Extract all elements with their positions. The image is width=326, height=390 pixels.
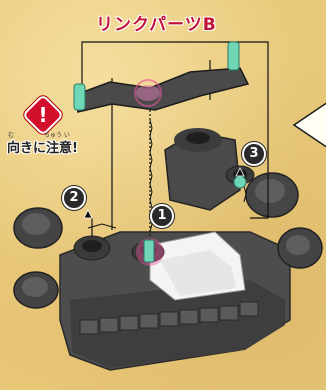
link-part-b xyxy=(73,41,250,113)
speech-callout-pointer xyxy=(292,102,326,148)
ruby-chuui: ちゅう い xyxy=(44,132,70,139)
guide-lines xyxy=(81,41,269,240)
caution-label: 向きに注意! xyxy=(7,141,78,156)
step-number-1: 1 xyxy=(150,204,174,228)
exclamation-icon: ! xyxy=(38,103,48,127)
insert-arrows xyxy=(83,167,245,219)
step-number-2: 2 xyxy=(62,186,86,210)
target-highlight xyxy=(136,175,247,266)
gray-base-assembly xyxy=(13,128,323,371)
part-title: リンクパーツB xyxy=(96,15,217,35)
ruby-mu: む xyxy=(8,132,15,139)
step-number-3: 3 xyxy=(242,142,266,166)
